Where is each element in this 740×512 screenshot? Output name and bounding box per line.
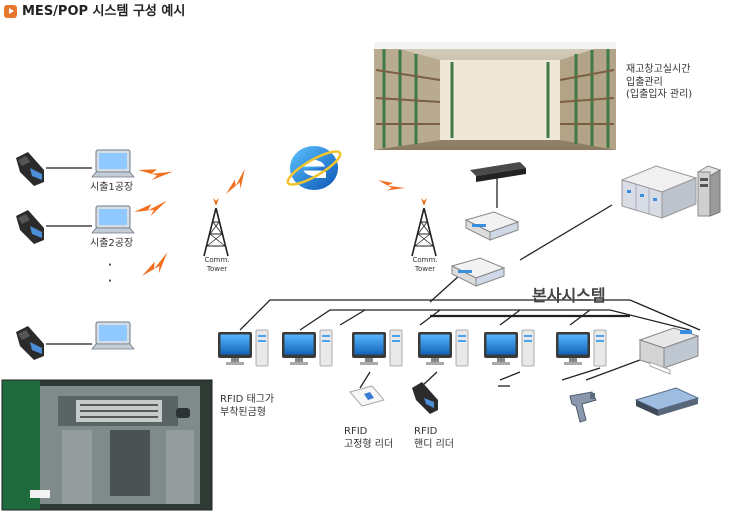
warehouse-label-line2: 입출관리 [626, 76, 663, 88]
handheld-terminal-icon [16, 210, 44, 244]
hq-system-label: 본사시스템 [532, 286, 606, 305]
label-printer-icon [638, 327, 700, 375]
laptop-icon [91, 321, 135, 350]
warehouse-label-line3: (입출입자 관리) [626, 89, 693, 100]
ie-browser-icon [286, 146, 342, 190]
desktop-pc-icon [217, 329, 269, 367]
tower2-label: Comm. Tower [412, 256, 438, 274]
ellipsis-dot: · [108, 276, 112, 287]
rfid-tag-label: RFID 태그가 부착된금형 [220, 394, 274, 419]
tower1-label-line2: Tower [206, 264, 228, 273]
tower2-label-line1: Comm. [412, 256, 438, 264]
laptop-icon [91, 149, 135, 178]
desktop-pc-icon [483, 329, 535, 367]
factory1-label: 시출1공장 [90, 182, 134, 193]
warehouse-label: 재고창고실시간 입출관리 (입출입자 관리) [626, 64, 692, 102]
ellipsis-dot: · [108, 260, 112, 271]
server-icon [620, 165, 698, 219]
rfid-mold-photo [1, 379, 213, 511]
rfid-tag-icon [349, 385, 385, 407]
rfid-handy-label-line2: 핸디 리더 [414, 438, 454, 450]
tower1-label: Comm. Tower [204, 256, 230, 274]
factory2-label: 시출2공장 [90, 238, 134, 249]
desktop-pc-icon [281, 329, 333, 367]
rfid-fixed-label-line2: 고정형 리더 [344, 438, 394, 450]
router-icon [464, 211, 520, 241]
page-title: MES/POP 시스템 구성 예시 [22, 4, 186, 19]
comm-tower-icon [411, 197, 437, 257]
laptop-icon [91, 205, 135, 234]
rfid-handy-label-line1: RFID [414, 426, 438, 437]
rfid-fixed-reader-label: RFID 고정형 리더 [344, 426, 393, 451]
warehouse-label-line1: 재고창고실시간 [626, 64, 691, 75]
desktop-pc-icon [417, 329, 469, 367]
title-play-icon [4, 5, 17, 18]
warehouse-photo [374, 42, 616, 150]
tower2-label-line2: Tower [414, 264, 436, 273]
rfid-fixed-label-line1: RFID [344, 426, 368, 437]
rfid-tag-label-line1: RFID 태그가 [220, 394, 275, 405]
desktop-pc-icon [351, 329, 403, 367]
rfid-handy-reader-label: RFID 핸디 리더 [414, 426, 454, 451]
barcode-scanner-icon [569, 391, 597, 423]
comm-tower-icon [203, 197, 229, 257]
server-tower-icon [696, 165, 722, 217]
flatbed-scanner-icon [634, 387, 700, 416]
desktop-pc-icon [555, 329, 607, 367]
router-icon [450, 257, 506, 287]
handheld-terminal-icon [16, 152, 44, 186]
network-switch-icon [470, 162, 526, 182]
rfid-handheld-reader-icon [412, 382, 438, 414]
wireless-link-bolts [133, 162, 405, 282]
tower1-label-line1: Comm. [204, 256, 230, 264]
rfid-tag-label-line2: 부착된금형 [220, 406, 266, 418]
handheld-terminal-icon [16, 326, 44, 360]
